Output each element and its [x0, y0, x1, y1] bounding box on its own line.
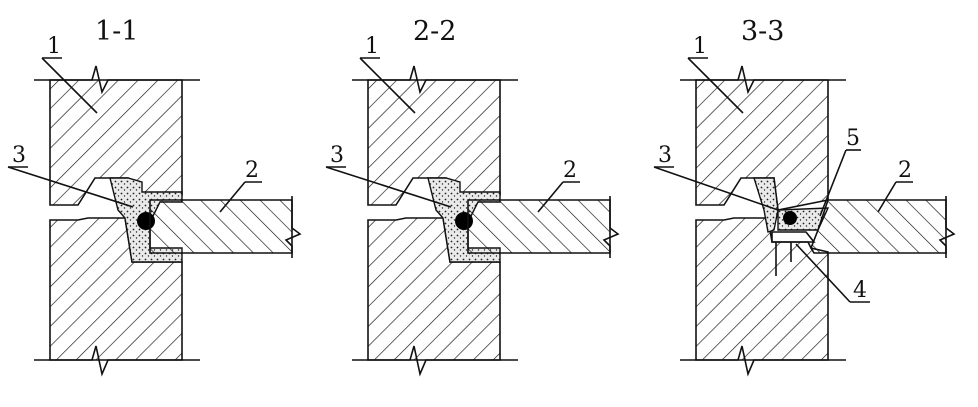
slab-break: [284, 196, 302, 258]
leader-3: [325, 166, 452, 208]
leader-2: [877, 181, 897, 213]
break-line-top: [680, 65, 846, 95]
section-3-3: 3-3 1 3 5 2 4: [653, 16, 956, 377]
section-1-1: 1-1 1 3 2: [7, 16, 302, 377]
wall-lower: [695, 217, 829, 361]
label-slab: 2: [898, 158, 912, 183]
label-slab: 2: [245, 158, 259, 183]
leader-1: [41, 57, 98, 114]
bracket-4: [771, 231, 816, 243]
label-wall: 1: [47, 34, 61, 59]
break-line-bottom: [680, 345, 846, 377]
leader-1: [687, 57, 744, 114]
label-wall: 1: [693, 34, 707, 59]
label-grout: 3: [658, 143, 672, 168]
break-line-top: [352, 65, 518, 95]
break-line-bottom: [34, 345, 200, 377]
leader-1: [359, 57, 416, 114]
slab-break: [602, 196, 620, 258]
leader-4: [795, 243, 851, 303]
slab: [149, 199, 293, 254]
section-title: 2-2: [413, 16, 456, 47]
leader-5: [819, 149, 847, 217]
label-bracket: 4: [853, 278, 867, 303]
label-wall: 1: [365, 34, 379, 59]
cable-circle: [783, 211, 797, 225]
leader-3: [7, 166, 134, 208]
slab-break: [938, 196, 956, 258]
slab: [810, 199, 947, 254]
leader-2: [537, 181, 564, 213]
label-grout: 3: [12, 143, 26, 168]
label-filler: 5: [846, 126, 860, 151]
section-title: 3-3: [741, 16, 784, 47]
leader-2: [219, 181, 246, 213]
slab: [467, 199, 611, 254]
break-line-bottom: [352, 345, 518, 377]
section-title: 1-1: [95, 16, 138, 47]
section-2-2: 2-2 1 3 2: [325, 16, 620, 377]
label-slab: 2: [563, 158, 577, 183]
leader-3: [653, 166, 779, 211]
label-grout: 3: [330, 143, 344, 168]
break-line-top: [34, 65, 200, 95]
